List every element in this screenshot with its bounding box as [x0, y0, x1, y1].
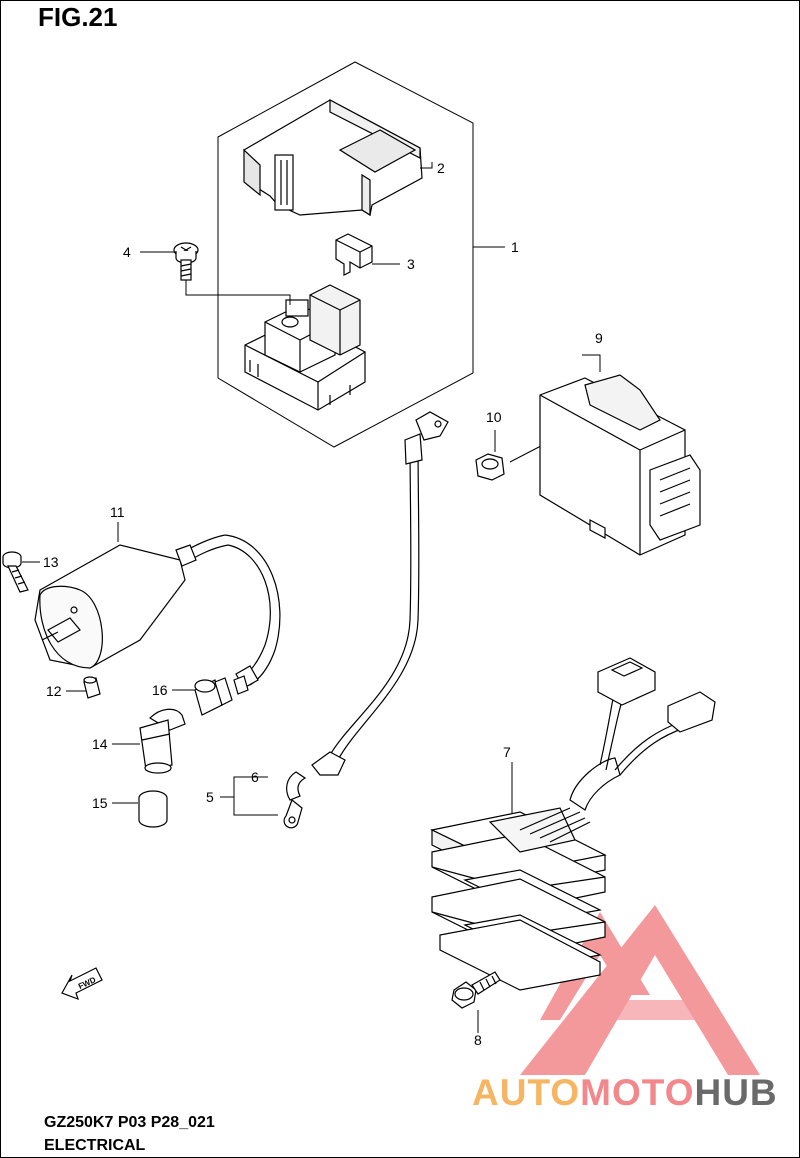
fuse	[335, 233, 373, 276]
bolt-13	[2, 551, 29, 593]
callout-15: 15	[92, 795, 108, 811]
callout-1: 1	[511, 239, 519, 255]
spark-plug-cap	[139, 708, 186, 774]
watermark-part-auto: AUTO	[472, 1072, 581, 1113]
section-name: ELECTRICAL	[44, 1137, 146, 1154]
callout-5: 5	[206, 789, 214, 805]
callout-11: 11	[110, 504, 125, 520]
callout-3: 3	[407, 256, 415, 272]
bolt-8	[451, 971, 501, 1009]
callout-2: 2	[437, 160, 445, 176]
callout-12: 12	[46, 683, 62, 699]
callout-16: 16	[152, 682, 168, 698]
ignition-coil	[34, 534, 281, 689]
seal-16	[194, 675, 249, 716]
watermark-logo	[520, 905, 760, 1075]
callout-4: 4	[123, 244, 131, 260]
screw-4	[173, 242, 199, 281]
relay-assembly-box	[217, 61, 474, 448]
callout-6: 6	[251, 769, 259, 785]
watermark-part-moto: MOTO	[580, 1072, 695, 1113]
regulator-rectifier	[430, 657, 716, 991]
callout-9: 9	[595, 330, 603, 346]
callout-13: 13	[43, 554, 59, 570]
watermark-part-hub: HUB	[694, 1072, 778, 1113]
callout-10: 10	[486, 409, 502, 425]
starter-relay	[244, 284, 366, 411]
callout-7: 7	[503, 744, 511, 760]
callout-14: 14	[92, 736, 108, 752]
ground-lead	[283, 411, 449, 829]
watermark-text: AUTOMOTOHUB	[472, 1072, 778, 1114]
callout-labels: 2 3 1 4 9 10 11 13 12 16 14 15 6 5 7 8	[43, 160, 603, 1048]
cdi-unit	[539, 374, 701, 556]
forward-arrow: FWD	[61, 967, 103, 1001]
figure-title: FIG.21	[38, 2, 118, 32]
sleeve-12	[83, 676, 101, 699]
model-code: GZ250K7 P03 P28_021	[44, 1114, 215, 1131]
callout-8: 8	[474, 1032, 482, 1048]
nut-10	[475, 453, 505, 481]
cap-15	[138, 790, 168, 828]
relay-cover	[243, 99, 423, 217]
